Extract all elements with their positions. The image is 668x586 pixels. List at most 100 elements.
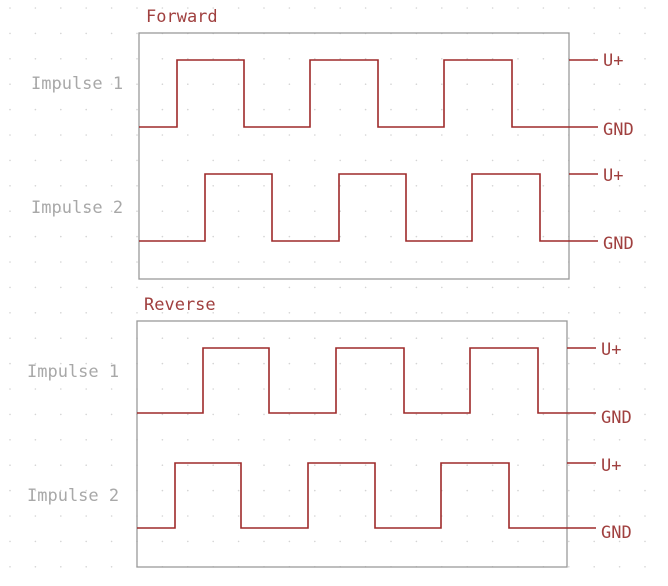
grid-dot [288, 210, 291, 212]
grid-dot [212, 83, 214, 85]
grid-dot [288, 337, 291, 340]
pin-label-u-plus: U+ [601, 456, 621, 476]
grid-dot [542, 235, 545, 238]
grid-dot [110, 439, 113, 441]
grid-dot [568, 464, 570, 467]
panel-reverse: Reverse Impulse 1 U+ GND Impulse 2 U+ GN… [27, 295, 632, 568]
grid-dot [85, 337, 87, 340]
grid-dot [161, 83, 164, 85]
grid-dot [237, 235, 240, 238]
grid-dot [237, 439, 240, 441]
grid-dot [390, 413, 392, 416]
grid-dot [415, 261, 418, 263]
grid-dot [618, 58, 621, 60]
grid-dot [441, 159, 443, 162]
grid-dot [339, 312, 342, 314]
grid-dot [263, 286, 265, 289]
grid-dot [161, 489, 164, 492]
grid-dot [161, 439, 164, 441]
grid-dot [187, 83, 189, 85]
grid-dot [568, 489, 570, 492]
pin-label-gnd: GND [601, 408, 632, 428]
grid-dot [187, 464, 189, 467]
grid-dot [339, 439, 342, 441]
grid-dot [415, 159, 418, 162]
grid-dot [466, 413, 469, 416]
grid-dot [415, 312, 418, 314]
grid-dot [263, 515, 265, 517]
grid-dot [364, 210, 367, 212]
grid-dot [593, 83, 595, 85]
pin-label-u-plus: U+ [603, 166, 623, 186]
grid-dot [517, 159, 519, 162]
grid-dot [568, 312, 570, 314]
grid-dot [314, 337, 316, 340]
grid-dot [568, 439, 570, 441]
grid-dot [288, 362, 291, 365]
grid-dot [237, 413, 240, 416]
grid-dot [314, 413, 316, 416]
grid-dot [136, 134, 138, 136]
grid-dot [618, 439, 621, 441]
grid-dot [212, 413, 214, 416]
grid-dot [466, 159, 469, 162]
grid-dot [314, 540, 316, 543]
grid-dot [85, 261, 87, 263]
grid-dot [9, 413, 11, 416]
grid-dot [263, 388, 265, 390]
grid-dot [110, 7, 113, 9]
grid-dot [644, 32, 646, 35]
grid-dot [364, 489, 367, 492]
grid-dot [390, 515, 392, 517]
grid-dot [618, 515, 621, 517]
grid-dot [314, 7, 316, 9]
grid-dot [212, 312, 214, 314]
grid-dot [212, 134, 214, 136]
grid-dot [34, 108, 37, 111]
grid-dot [34, 185, 37, 187]
grid-dot [288, 235, 291, 238]
grid-dot [85, 210, 87, 212]
grid-dot [441, 235, 443, 238]
grid-dot [491, 337, 494, 340]
grid-dot [542, 413, 545, 416]
grid-dot [136, 210, 138, 212]
channel-label: Impulse 1 [27, 362, 119, 382]
grid-dot [187, 7, 189, 9]
grid-dot [593, 185, 595, 187]
grid-dot [9, 515, 11, 517]
grid-dot [339, 108, 342, 111]
grid-dot [593, 337, 595, 340]
impulse-waveform [137, 462, 567, 529]
grid-dot [212, 185, 214, 187]
grid-dot [517, 134, 519, 136]
grid-dot [542, 312, 545, 314]
grid-dot [415, 286, 418, 289]
grid-dot [415, 7, 418, 9]
grid-dot [364, 134, 367, 136]
grid-dot [263, 235, 265, 238]
grid-dot [364, 7, 367, 9]
grid-dot [542, 337, 545, 340]
grid-dot [517, 312, 519, 314]
grid-dot [441, 286, 443, 289]
grid-dot [491, 159, 494, 162]
grid-dot [34, 58, 37, 60]
grid-dot [517, 261, 519, 263]
grid-dot [618, 362, 621, 365]
grid-dot [237, 83, 240, 85]
grid-dot [314, 235, 316, 238]
grid-dot [237, 261, 240, 263]
grid-dot [491, 134, 494, 136]
channel-label: Impulse 1 [31, 74, 123, 94]
grid-dot [314, 439, 316, 441]
grid-dot [161, 134, 164, 136]
grid-dot [542, 286, 545, 289]
grid-dot [161, 312, 164, 314]
grid-dot [542, 185, 545, 187]
grid-dot [161, 58, 164, 60]
grid-dot [161, 261, 164, 263]
grid-dot [644, 540, 646, 543]
grid-dot [314, 108, 316, 111]
